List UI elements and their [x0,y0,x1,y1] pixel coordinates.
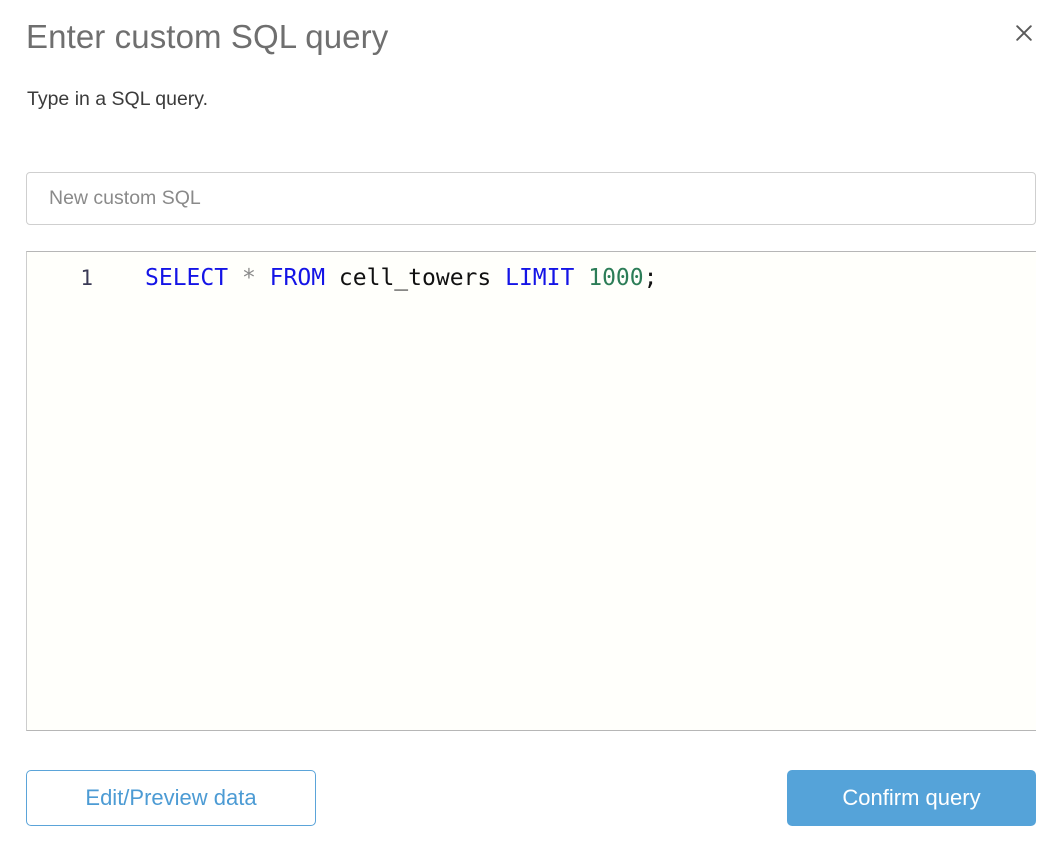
close-icon [1014,23,1034,43]
sql-token-plain [574,265,588,291]
sql-token-keyword: FROM [269,265,326,291]
sql-token-punct: ; [643,265,658,291]
sql-editor[interactable]: 1 SELECT * FROM cell_towers LIMIT 1000; [26,251,1036,731]
sql-code-text[interactable]: SELECT * FROM cell_towers LIMIT 1000; [93,264,1036,292]
line-number: 1 [80,266,93,290]
close-button[interactable] [1007,16,1041,50]
sql-token-plain [491,265,505,291]
sql-token-plain [228,265,242,291]
query-name-input[interactable] [26,172,1036,225]
edit-preview-data-button[interactable]: Edit/Preview data [26,770,316,826]
page-title: Enter custom SQL query [26,18,389,55]
sql-token-keyword: LIMIT [505,265,575,291]
sql-token-plain [256,265,270,291]
sql-token-plain [325,265,339,291]
sql-token-number: 1000 [588,265,644,291]
sql-token-ident: cell_towers [338,265,492,291]
confirm-query-button[interactable]: Confirm query [787,770,1036,826]
dialog-subtitle: Type in a SQL query. [27,88,209,110]
sql-token-keyword: SELECT [145,265,229,291]
code-line: 1 SELECT * FROM cell_towers LIMIT 1000; [27,252,1036,291]
sql-token-operator: * [241,265,256,291]
